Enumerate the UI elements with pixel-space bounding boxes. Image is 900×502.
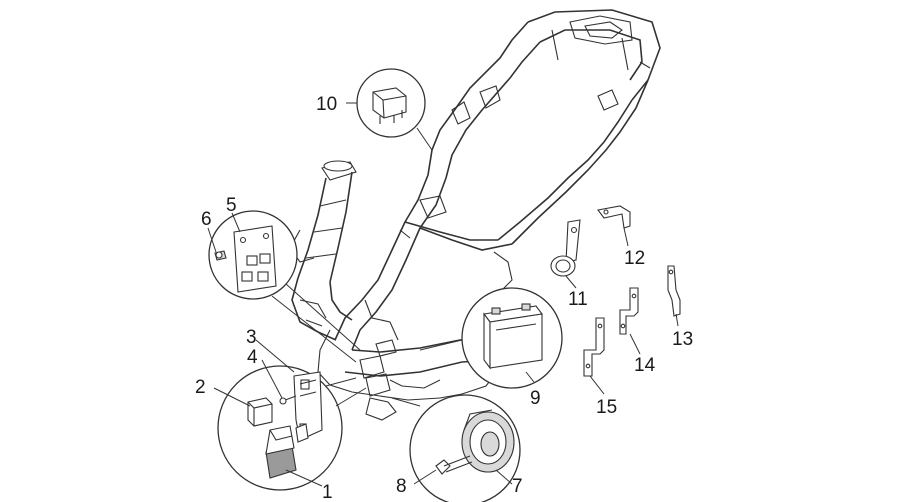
part-number-1: 1	[322, 482, 333, 502]
part-number-4: 4	[247, 347, 258, 368]
part-number-6: 6	[201, 209, 212, 230]
horn-callout	[391, 394, 521, 502]
part-number-11: 11	[568, 289, 588, 310]
part-number-9: 9	[530, 388, 541, 409]
bracket-14	[619, 287, 639, 335]
part-number-10: 10	[316, 94, 337, 115]
part-number-15: 15	[596, 397, 617, 418]
battery-callout	[419, 287, 563, 389]
part-number-14: 14	[634, 355, 656, 376]
regulator-callout	[217, 365, 367, 491]
clamp-11	[550, 219, 581, 277]
part-number-12: 12	[624, 248, 645, 269]
relay-callout	[356, 68, 433, 151]
part-number-3: 3	[246, 327, 257, 348]
bracket-plate-callout	[208, 210, 361, 363]
bracket-12	[597, 205, 631, 229]
part-numbers: 10 5 6 3 4 2 1 8 7 9 11 12 13 14 15	[195, 94, 693, 502]
bracket-15	[583, 317, 605, 377]
part-number-7: 7	[512, 476, 523, 497]
number-leaders	[207, 102, 679, 487]
bracket-13	[667, 265, 681, 317]
part-number-2: 2	[195, 377, 206, 398]
part-number-8: 8	[396, 476, 407, 497]
part-number-5: 5	[226, 195, 237, 216]
part-number-13: 13	[672, 329, 693, 350]
